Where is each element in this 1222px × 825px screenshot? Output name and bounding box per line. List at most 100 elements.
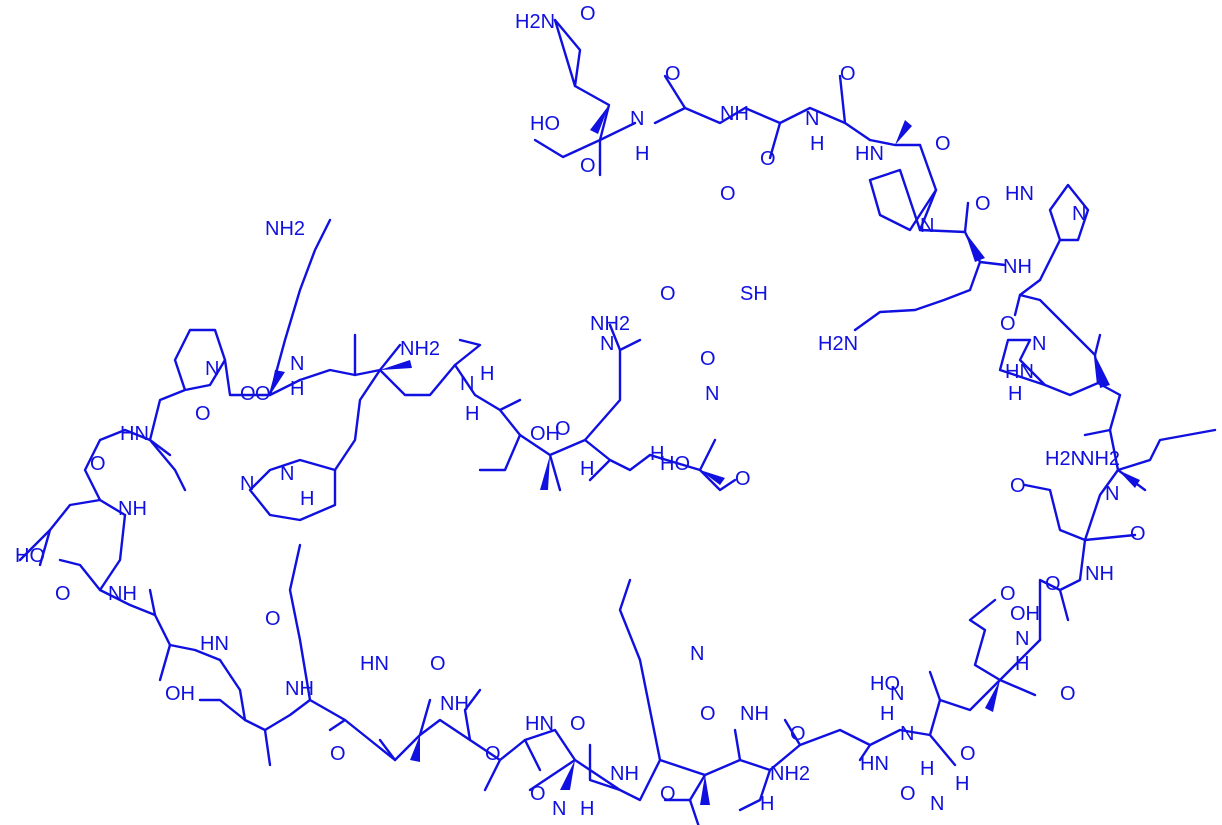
bond: [978, 260, 1007, 267]
bond: [998, 338, 1047, 387]
atom-label: NH: [1003, 256, 1032, 278]
atom-label: H: [635, 143, 649, 165]
atom-label: O: [840, 63, 856, 85]
stereo-wedge: [410, 735, 420, 762]
atom-label: N: [630, 108, 644, 130]
atom-label: HO: [15, 545, 45, 567]
atom-label: N: [900, 723, 914, 745]
bond: [553, 18, 577, 88]
atom-label: N: [240, 473, 254, 495]
bond: [158, 643, 172, 682]
atom-label: O: [195, 403, 211, 425]
bond: [148, 328, 227, 442]
bond: [1043, 353, 1100, 397]
bond: [648, 453, 737, 492]
atom-label: O: [1000, 583, 1016, 605]
bond: [463, 688, 502, 762]
bond: [583, 338, 642, 442]
stereo-wedge: [560, 760, 575, 790]
atom-label: H: [760, 793, 774, 815]
bond: [418, 698, 432, 737]
bond: [858, 728, 932, 762]
atom-label: O: [975, 193, 991, 215]
atom-label: H2N: [515, 11, 555, 33]
bond: [588, 458, 612, 482]
atom-label: NH2: [400, 338, 440, 360]
atom-label: NH: [1085, 563, 1114, 585]
stereo-wedge: [540, 455, 550, 490]
bond: [453, 363, 522, 412]
atom-label: O: [530, 783, 546, 805]
atom-label: H: [650, 443, 664, 465]
bond: [328, 718, 397, 762]
atom-label: NH: [720, 103, 749, 125]
stereo-wedge: [700, 775, 710, 805]
atom-label: O: [1045, 573, 1061, 595]
atom-label: O: [1010, 475, 1026, 497]
atom-label: N: [920, 215, 934, 237]
bond: [1058, 588, 1070, 622]
atom-label: NH: [740, 703, 769, 725]
atom-label: N: [205, 358, 219, 380]
bond: [998, 678, 1037, 697]
bond: [1023, 468, 1120, 542]
bond: [18, 528, 52, 562]
bond: [528, 758, 622, 792]
bond: [548, 438, 652, 472]
bond: [608, 323, 622, 352]
atom-label: N: [290, 353, 304, 375]
bond: [738, 728, 872, 812]
bond: [148, 438, 187, 492]
atom-label: O: [960, 743, 976, 765]
bond: [288, 543, 347, 722]
bond: [533, 138, 602, 159]
atom-label: O: [265, 608, 281, 630]
bond: [478, 433, 522, 472]
bond: [498, 408, 562, 492]
atom-label: HN: [855, 143, 884, 165]
bond: [783, 718, 802, 747]
bond: [263, 728, 272, 767]
atom-label: OH: [1010, 603, 1040, 625]
atom-label: NH: [610, 763, 639, 785]
atom-label: OH: [165, 683, 195, 705]
stereo-wedge: [965, 232, 985, 262]
atom-label: O: [660, 283, 676, 305]
atom-label: N: [600, 333, 614, 355]
bond: [653, 106, 872, 142]
atom-label: NH2: [770, 763, 810, 785]
atom-label: HN: [200, 633, 229, 655]
bond: [698, 438, 717, 472]
atom-label: H: [1008, 383, 1022, 405]
bond: [98, 513, 127, 592]
atom-label: HN: [360, 653, 389, 675]
atom-label: N: [280, 463, 294, 485]
atom-label: H2N: [1045, 448, 1085, 470]
atom-label: N: [1015, 628, 1029, 650]
atom-label: N: [805, 108, 819, 130]
bond: [1018, 293, 1064, 324]
bond: [378, 338, 482, 397]
stereo-wedge: [1118, 470, 1140, 488]
atom-label: OH: [530, 423, 560, 445]
bond: [1083, 533, 1137, 542]
atom-label: O: [735, 468, 751, 490]
bond: [618, 578, 707, 777]
atom-label: H: [1015, 653, 1029, 675]
atom-label: O: [700, 703, 716, 725]
bond: [853, 228, 982, 332]
atom-label: HO: [870, 673, 900, 695]
atom-label: HN: [860, 753, 889, 775]
bond: [838, 74, 847, 125]
atom-label: NH: [285, 678, 314, 700]
bond: [223, 358, 302, 397]
bond: [963, 201, 970, 234]
atom-label: O: [790, 723, 806, 745]
bond: [968, 598, 1042, 682]
stereo-wedges: [270, 105, 1140, 805]
atom-label: H: [580, 458, 594, 480]
atom-label: H2N: [818, 333, 858, 355]
stereo-wedge: [895, 120, 912, 145]
bond: [868, 168, 938, 232]
atom-label: H: [810, 133, 824, 155]
